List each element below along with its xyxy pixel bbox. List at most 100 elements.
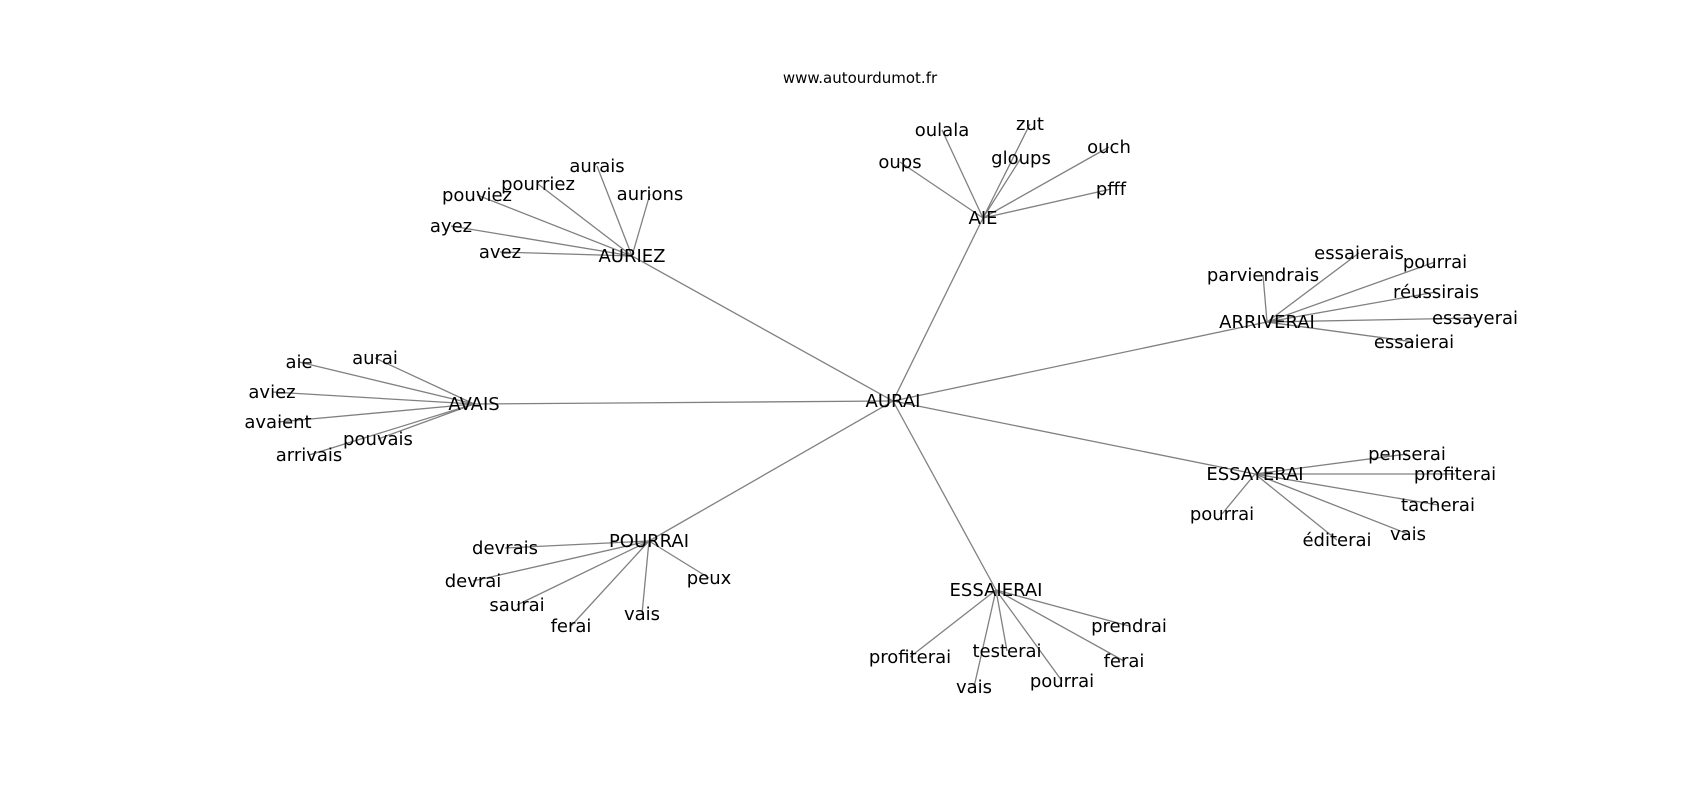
leaf-node-label[interactable]: devrais <box>472 538 538 559</box>
edge-essayerai-leaf <box>1254 473 1409 535</box>
leaf-node-label[interactable]: vais <box>956 677 992 698</box>
edge-auriez-leaf <box>596 165 633 257</box>
hub-node-label-essayerai[interactable]: ESSAYERAI <box>1206 464 1303 485</box>
edge-aurai-auriez <box>631 255 894 402</box>
leaf-node-label[interactable]: aurais <box>569 156 624 177</box>
leaf-node-label[interactable]: profiterai <box>1414 464 1496 485</box>
leaf-node-label[interactable]: pouviez <box>442 185 512 206</box>
edge-arriverai-leaf <box>1262 274 1268 323</box>
leaf-node-label[interactable]: saurai <box>489 595 544 616</box>
edge-auriez-leaf <box>499 251 633 257</box>
edge-avais-leaf <box>271 391 475 405</box>
hub-node-label-essaierai[interactable]: ESSAIERAI <box>950 580 1043 601</box>
leaf-node-label[interactable]: essaierai <box>1374 332 1454 353</box>
edge-essayerai-leaf <box>1254 473 1439 506</box>
edge-aurai-arriverai <box>892 321 1268 402</box>
leaf-node-label[interactable]: testerai <box>972 641 1041 662</box>
leaf-node-label[interactable]: aurions <box>617 184 684 205</box>
leaf-node-label[interactable]: penserai <box>1368 444 1446 465</box>
edge-aie-leaf <box>941 129 984 219</box>
edge-pourrai-leaf <box>648 540 710 579</box>
edge-pourrai-leaf <box>516 540 650 606</box>
leaf-node-label[interactable]: ouch <box>1087 137 1131 158</box>
edge-auriez-leaf <box>631 193 651 257</box>
edge-arriverai-leaf <box>1266 261 1436 323</box>
leaf-node-label[interactable]: peux <box>687 568 732 589</box>
leaf-node-label[interactable]: profiterai <box>869 647 951 668</box>
edge-avais-leaf <box>277 403 475 423</box>
edge-essayerai-leaf <box>1254 453 1408 475</box>
leaf-node-label[interactable]: oups <box>878 152 921 173</box>
leaf-node-label[interactable]: pourrai <box>1403 252 1467 273</box>
edge-essaierai-leaf <box>995 589 1125 662</box>
edge-essaierai-leaf <box>995 589 1130 627</box>
leaf-node-label[interactable]: tacherai <box>1401 495 1475 516</box>
edge-pourrai-leaf <box>504 540 650 549</box>
leaf-node-label[interactable]: aurai <box>352 348 398 369</box>
edges-layer <box>271 123 1476 688</box>
hub-node-label-aie[interactable]: AIE <box>969 208 998 229</box>
edge-avais-leaf <box>374 357 475 405</box>
leaf-node-label[interactable]: prendrai <box>1091 616 1167 637</box>
leaf-node-label[interactable]: avaient <box>244 412 311 433</box>
edge-essaierai-leaf <box>909 589 997 658</box>
edge-arriverai-leaf <box>1266 291 1437 323</box>
leaf-node-label[interactable]: pourrai <box>1190 504 1254 525</box>
edge-aurai-pourrai <box>648 400 894 542</box>
edge-aurai-essaierai <box>892 400 997 591</box>
edge-auriez-leaf <box>537 183 633 257</box>
leaf-node-label[interactable]: pfff <box>1096 179 1127 200</box>
edge-aie-leaf <box>899 161 984 219</box>
leaf-node-label[interactable]: ferai <box>1104 651 1145 672</box>
edge-arriverai-leaf <box>1266 317 1476 323</box>
edge-aie-leaf <box>982 123 1031 219</box>
hub-node-label-pourrai[interactable]: POURRAI <box>609 531 689 552</box>
leaf-node-label[interactable]: ferai <box>551 616 592 637</box>
edge-pourrai-leaf <box>570 540 650 627</box>
leaf-node-label[interactable]: éditerai <box>1302 530 1371 551</box>
leaf-node-label[interactable]: réussirais <box>1393 282 1479 303</box>
leaf-node-label[interactable]: parviendrais <box>1207 265 1319 286</box>
edge-essaierai-leaf <box>973 589 997 688</box>
edge-aurai-avais <box>473 400 894 405</box>
leaf-node-label[interactable]: zut <box>1016 114 1044 135</box>
leaf-node-label[interactable]: vais <box>624 604 660 625</box>
edge-aie-leaf <box>982 146 1110 219</box>
leaf-node-label[interactable]: oulala <box>915 120 969 141</box>
leaf-node-label[interactable]: essayerai <box>1432 308 1518 329</box>
leaf-node-label[interactable]: pourrai <box>1030 671 1094 692</box>
hub-node-label-avais[interactable]: AVAIS <box>448 394 499 415</box>
edge-auriez-leaf <box>476 194 633 257</box>
edge-auriez-leaf <box>450 225 633 257</box>
leaf-node-label[interactable]: essaierais <box>1314 243 1404 264</box>
leaf-node-label[interactable]: devrai <box>445 571 502 592</box>
edge-essayerai-leaf <box>1254 473 1338 541</box>
edge-avais-leaf <box>377 403 475 440</box>
hub-node-label-auriez[interactable]: AURIEZ <box>598 246 665 267</box>
edge-essaierai-leaf <box>995 589 1008 652</box>
edge-pourrai-leaf <box>472 540 650 582</box>
leaf-node-label[interactable]: ayez <box>430 216 472 237</box>
edge-essaierai-leaf <box>995 589 1063 682</box>
edge-aurai-essayerai <box>892 400 1256 475</box>
edge-pourrai-leaf <box>641 540 650 615</box>
leaf-node-label[interactable]: aviez <box>248 382 295 403</box>
hub-node-label-arriverai[interactable]: ARRIVERAI <box>1219 312 1315 333</box>
leaf-node-label[interactable]: avez <box>479 242 521 263</box>
edge-arriverai-leaf <box>1266 252 1360 323</box>
leaf-node-label[interactable]: arrivais <box>276 445 343 466</box>
edge-avais-leaf <box>308 403 475 456</box>
site-title[interactable]: www.autourdumot.fr <box>783 69 938 87</box>
leaf-node-label[interactable]: gloups <box>991 148 1051 169</box>
leaf-node-label[interactable]: pouvais <box>343 429 413 450</box>
center-node-label[interactable]: AURAI <box>866 391 921 412</box>
leaf-node-label[interactable]: aie <box>285 352 312 373</box>
edge-essayerai-leaf <box>1221 473 1256 515</box>
leaf-node-label[interactable]: pourriez <box>501 174 575 195</box>
edge-avais-leaf <box>298 361 475 405</box>
leaf-node-label[interactable]: vais <box>1390 524 1426 545</box>
edge-aie-leaf <box>982 188 1112 219</box>
